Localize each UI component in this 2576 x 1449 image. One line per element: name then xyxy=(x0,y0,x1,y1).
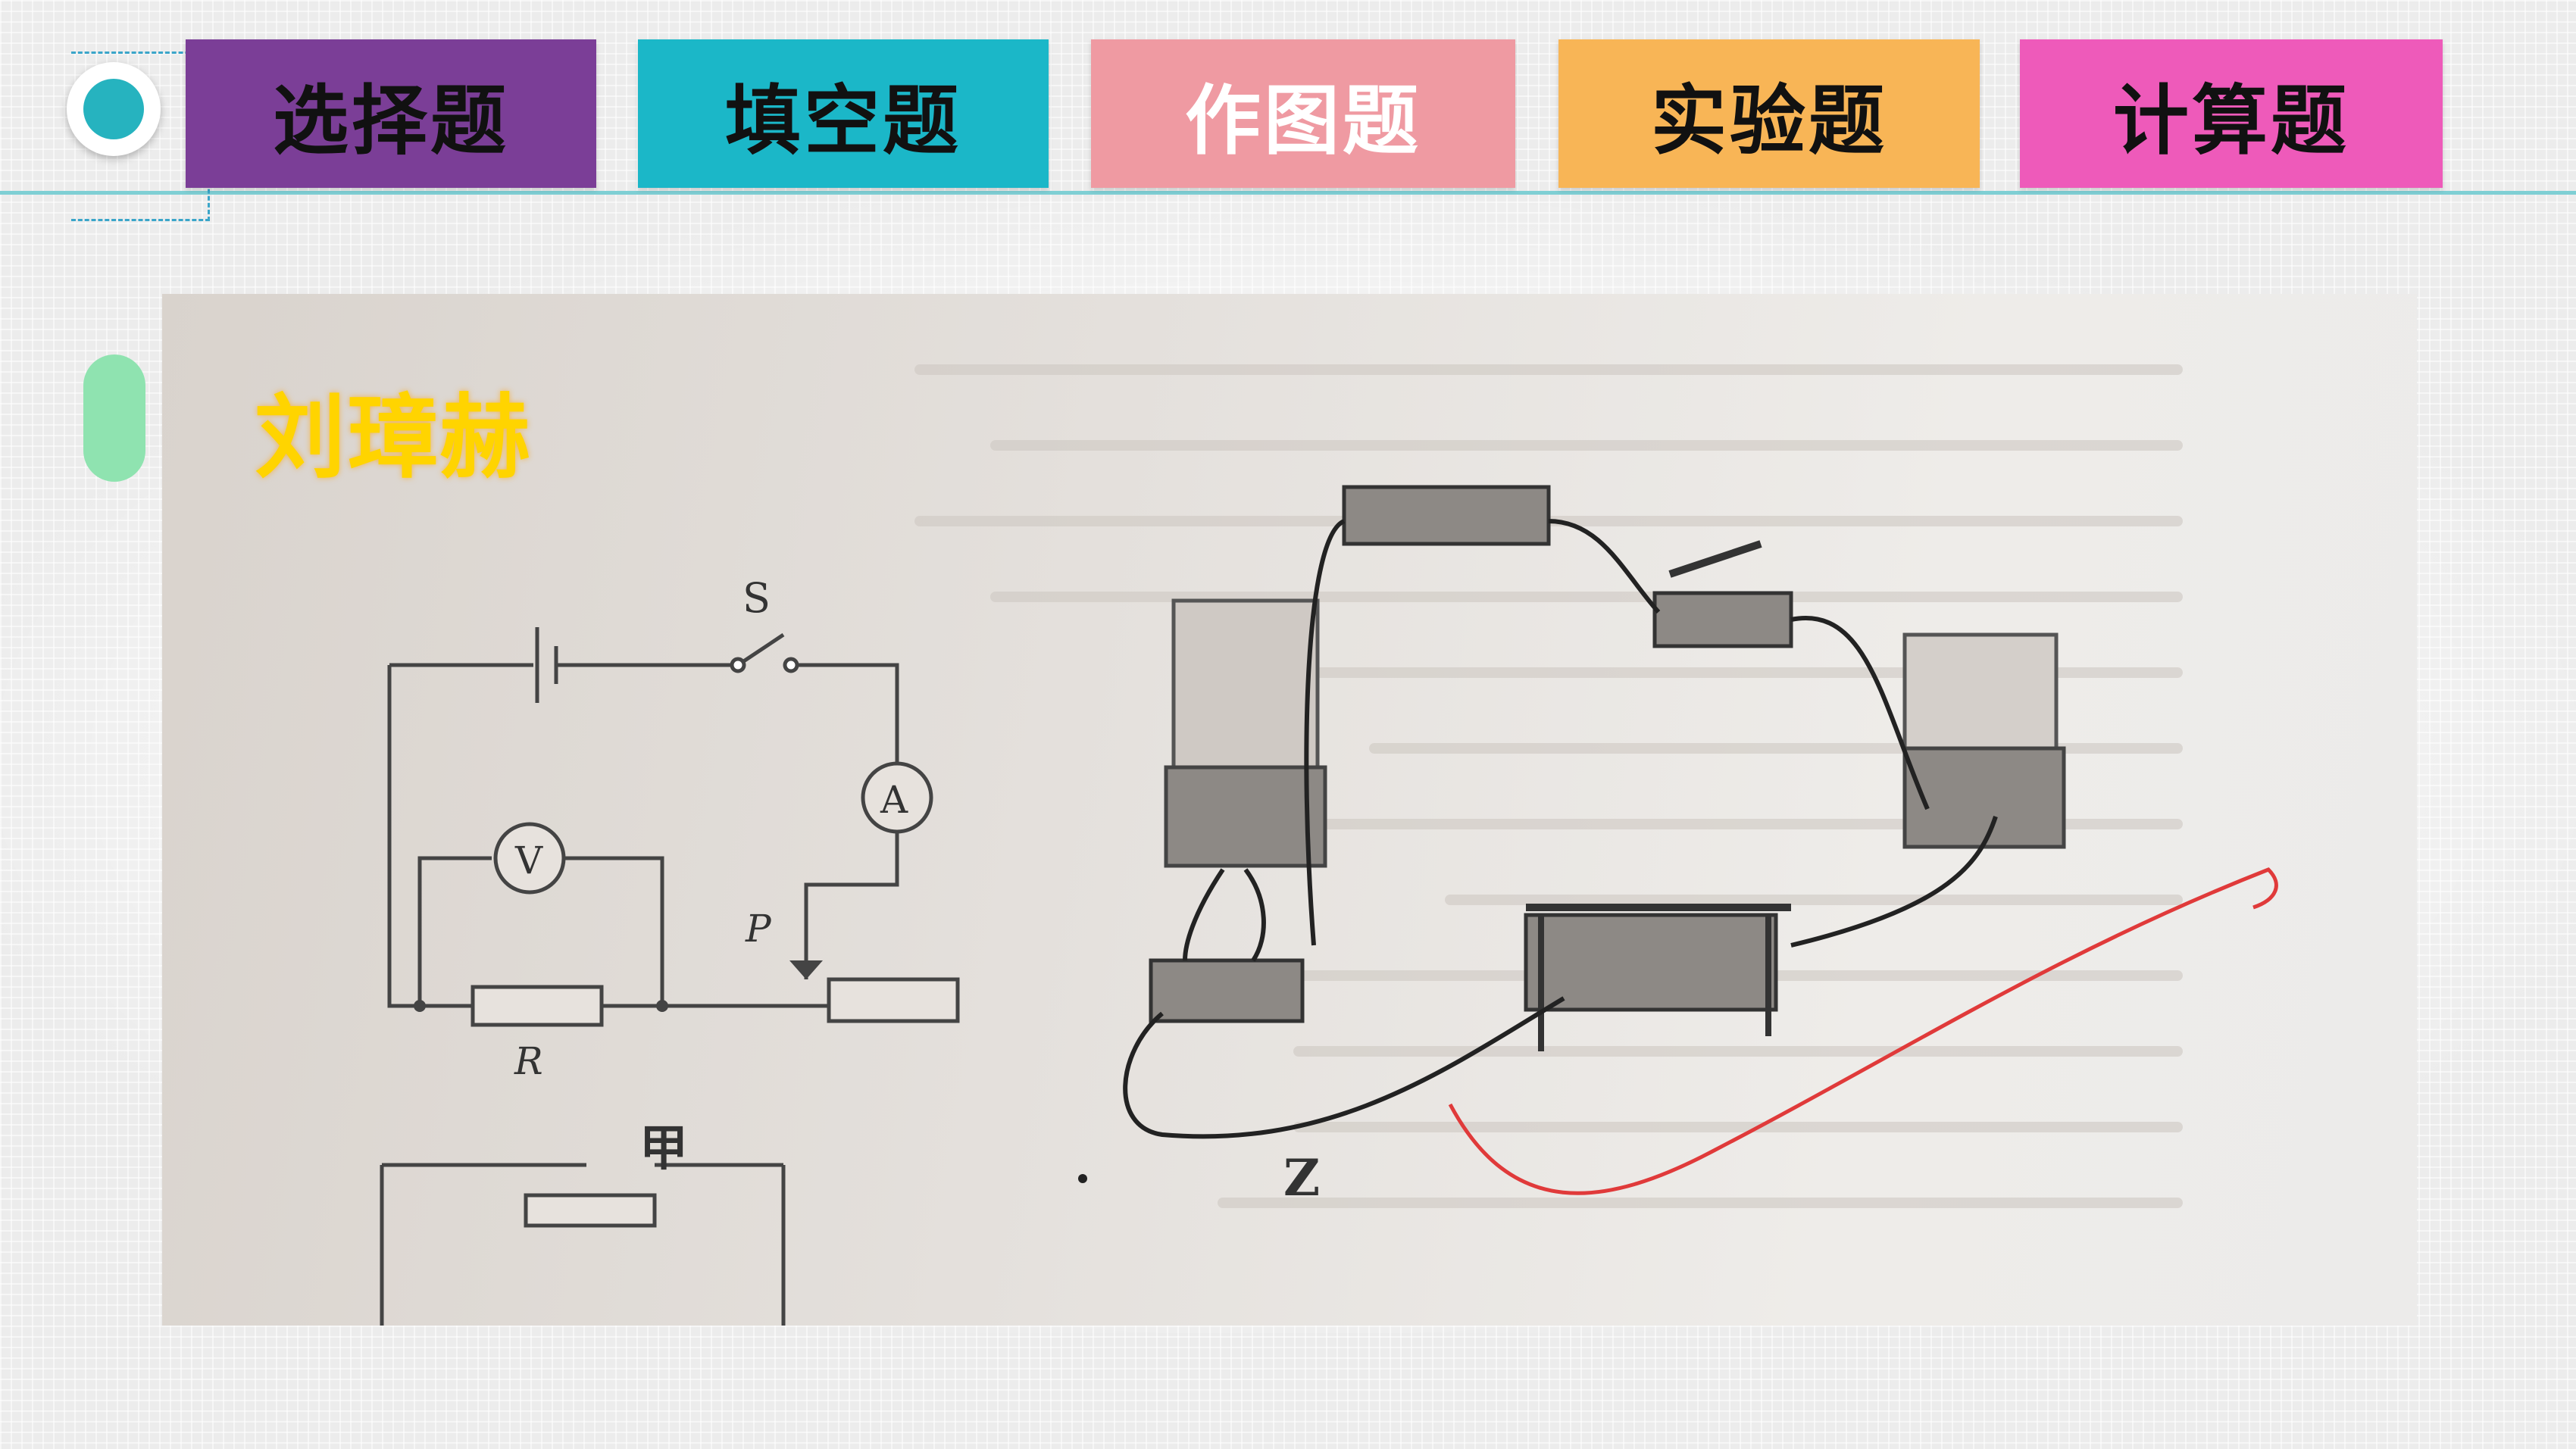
tab-drawing[interactable]: 作图题 xyxy=(1091,39,1515,188)
junction-dots xyxy=(414,1000,668,1012)
circuit-drawing: S A V P R 甲 Z xyxy=(380,364,2278,1326)
physical-components xyxy=(1149,485,2066,1051)
student-name: 刘璋赫 xyxy=(255,386,532,491)
tab-multiple-choice[interactable]: 选择题 xyxy=(186,39,596,188)
tab-experiment[interactable]: 实验题 xyxy=(1558,39,1980,188)
name-marker-pill xyxy=(83,354,145,482)
label-resistor-r: R xyxy=(514,1039,543,1083)
home-button[interactable] xyxy=(67,62,161,156)
label-figure-a: 甲 xyxy=(639,1120,688,1177)
red-pen-mark xyxy=(1448,867,2278,1195)
label-slider-p: P xyxy=(745,907,772,951)
header-divider xyxy=(0,191,2576,195)
label-ammeter: A xyxy=(880,778,908,822)
circuit-labels: S A V P R 甲 Z xyxy=(514,574,1320,1207)
label-switch-s: S xyxy=(742,574,771,622)
label-figure-b: Z xyxy=(1283,1148,1320,1207)
tab-fill-blank[interactable]: 填空题 xyxy=(638,39,1049,188)
circuit-schematic xyxy=(380,627,960,1326)
homework-photo: S A V P R 甲 Z xyxy=(162,294,2417,1326)
circle-dot-icon xyxy=(83,79,144,139)
label-voltmeter: V xyxy=(514,838,543,882)
slider-arrow-icon xyxy=(789,960,823,979)
pen-dot xyxy=(1078,1174,1087,1183)
connection-wires xyxy=(1123,519,1998,1139)
tab-calculation[interactable]: 计算题 xyxy=(2020,39,2443,188)
